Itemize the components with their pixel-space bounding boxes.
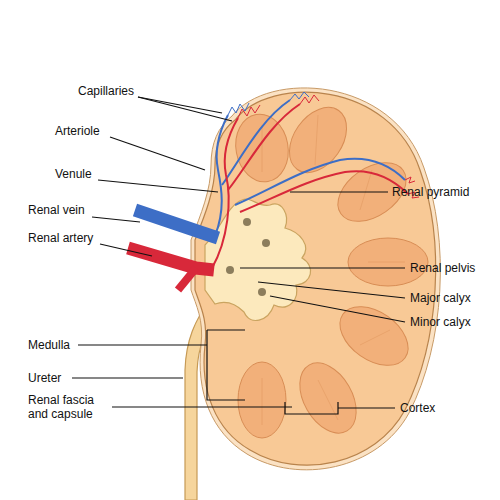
bracket [285, 402, 395, 414]
capillary [228, 92, 309, 115]
part-label: Major calyx [410, 291, 500, 305]
arterioles [212, 104, 408, 268]
renal-pyramid [329, 295, 419, 378]
part-label: Capillaries [78, 84, 168, 98]
leader-line [72, 377, 183, 378]
part-label: Cortex [400, 401, 480, 415]
venule [235, 159, 405, 205]
part-label: Arteriole [55, 124, 135, 138]
leader-line [290, 191, 388, 192]
renal-vein [135, 210, 218, 238]
pelvis-openings [226, 218, 270, 296]
venule [222, 100, 290, 185]
part-label: Minor calyx [410, 315, 500, 329]
opening [258, 288, 266, 296]
renal-pyramid [288, 353, 368, 443]
part-label: Venule [55, 167, 135, 181]
arteriole [212, 118, 238, 268]
leader-line [138, 97, 232, 121]
opening [262, 239, 270, 247]
capillary [238, 95, 319, 118]
leader-line [98, 180, 218, 192]
part-label: Renal fascia and capsule [28, 393, 108, 421]
leader-line [100, 244, 152, 256]
leader-line [112, 406, 292, 407]
part-label: Renal pelvis [410, 261, 500, 275]
part-label: Ureter [28, 371, 88, 385]
leader-line [92, 217, 140, 222]
leader-line [110, 137, 205, 170]
leader-lines [72, 97, 405, 414]
part-label: Renal artery [28, 231, 118, 245]
capillaries [228, 92, 419, 198]
leader-line [270, 296, 405, 322]
leader-line [78, 344, 207, 345]
part-label: Medulla [28, 338, 88, 352]
leader-line [138, 97, 222, 113]
part-label: Renal vein [28, 203, 108, 217]
bracket [207, 330, 245, 400]
arteriole [240, 171, 408, 212]
leader-line [240, 267, 405, 268]
opening [226, 266, 234, 274]
part-label: Renal pyramid [392, 185, 492, 199]
opening [243, 218, 251, 226]
artery-branch [178, 268, 196, 290]
renal-pyramid [278, 97, 359, 184]
renal-artery [128, 248, 214, 270]
renal-cortex [195, 92, 436, 465]
venules [215, 100, 405, 236]
leader-line [258, 282, 405, 298]
